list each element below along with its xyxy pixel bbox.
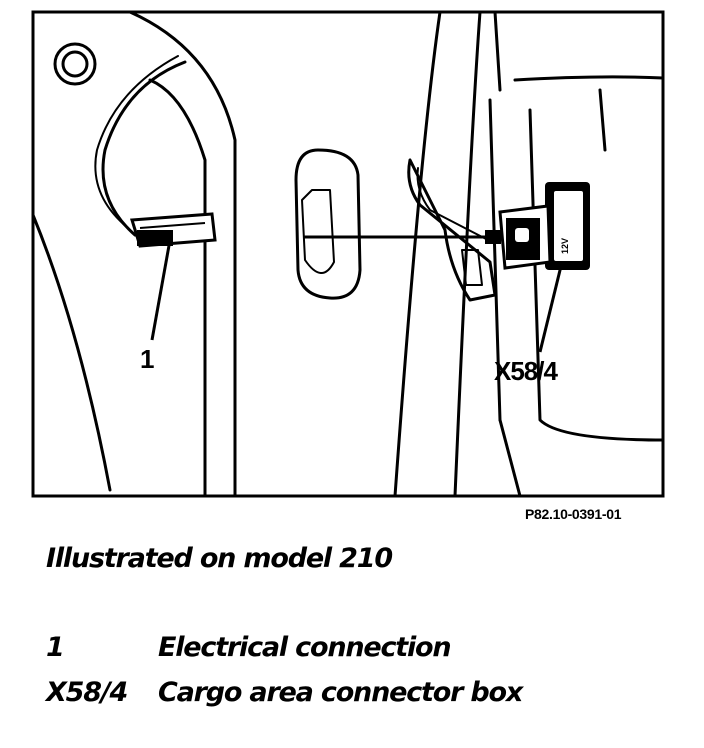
legend-description: Cargo area connector box [158, 677, 523, 708]
socket-voltage-mark: 12V [560, 238, 570, 254]
legend-item: X58/4 Cargo area connector box [46, 677, 646, 711]
legend-description: Electrical connection [158, 632, 452, 663]
figure-code: P82.10-0391-01 [525, 506, 622, 522]
illustration-frame [31, 10, 665, 498]
legend-key: 1 [46, 632, 65, 663]
electrical-connection-plug [130, 212, 217, 248]
legend-key: X58/4 [46, 677, 128, 708]
callout-x58-4: X58/4 [494, 356, 558, 386]
legend-item: 1 Electrical connection [46, 632, 646, 666]
cargo-connector-box [485, 182, 590, 270]
callout-1: 1 [140, 344, 154, 374]
illustration: 12V 1 X58/4 [31, 10, 665, 498]
callout-leaders [150, 239, 564, 353]
caption: Illustrated on model 210 [46, 543, 393, 574]
vehicle-body-lines [31, 10, 665, 498]
